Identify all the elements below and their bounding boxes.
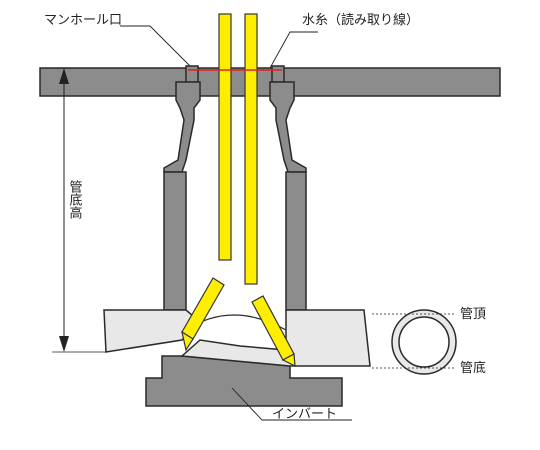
label-invert: インバート: [272, 407, 337, 422]
manhole-wall-right: [285, 171, 307, 311]
pipe-section-inner: [398, 316, 450, 368]
manhole-wall-left: [163, 171, 187, 311]
label-pipe-top: 管頂: [460, 307, 486, 322]
label-pipe-bottom: 管底: [460, 360, 486, 376]
outflow-pipe: [180, 309, 371, 367]
invert-base: [145, 355, 343, 407]
leader-manhole-opening: [120, 25, 191, 67]
label-pipe-bottom-height: 管底高: [67, 180, 83, 219]
angled-rod-left: [181, 277, 225, 352]
label-water-line: 水糸（読み取り線）: [302, 12, 419, 28]
manhole-frame-right: [271, 65, 285, 83]
label-manhole-opening: マンホール口: [44, 13, 122, 28]
leader-water-line: [269, 31, 318, 69]
manhole-frame-left: [185, 65, 199, 83]
arrow-down-icon: [59, 336, 69, 352]
angled-rod-right: [251, 295, 296, 368]
arrow-up-icon: [59, 68, 69, 84]
measuring-rod-right: [244, 13, 258, 285]
leader-invert: [231, 387, 352, 421]
measuring-rod-left: [218, 13, 232, 261]
